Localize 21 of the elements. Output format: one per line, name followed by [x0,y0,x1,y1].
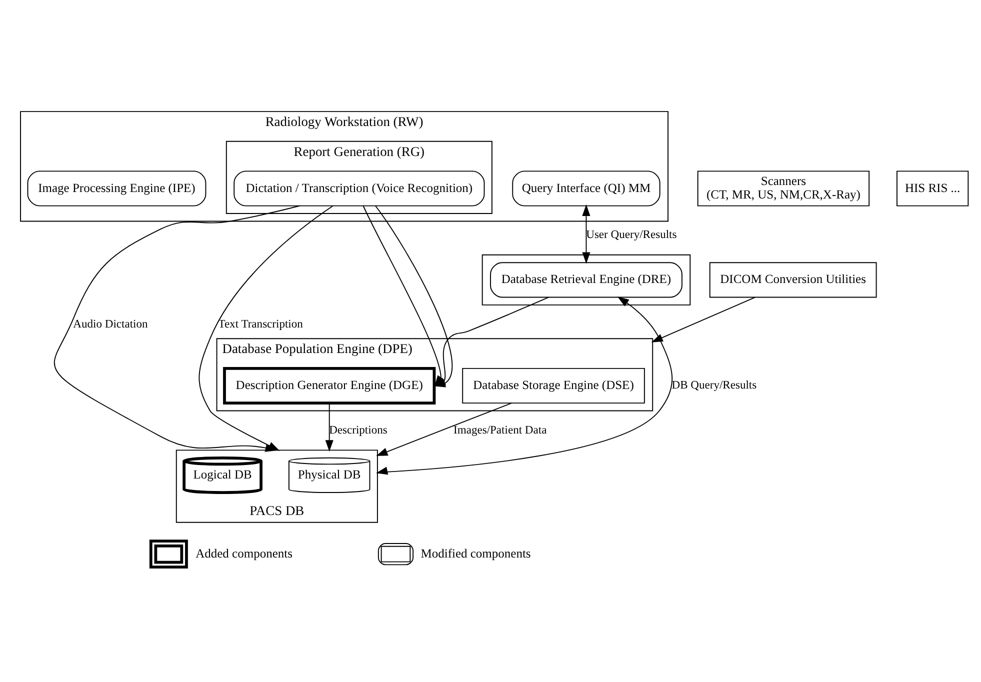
node-box: Database Storage Engine (DSE) [462,368,645,404]
node-box: HIS RIS ... [896,170,969,206]
node-box: DICOM Conversion Utilities [709,262,877,298]
node-box: Scanners (CT, MR, US, NM,CR,X-Ray) [697,170,870,206]
node-box: Query Interface (QI) MM [512,170,660,206]
edge-label: User Query/Results [586,229,677,242]
edge-label: Images/Patient Data [454,424,547,436]
legend-label: Modified components [420,546,531,560]
edge-label: Text Transcription [218,318,303,331]
arrow [325,402,334,452]
node-box: Dictation / Transcription (Voice Recognition) [234,170,485,206]
arrow [651,296,756,342]
node-box: Image Processing Engine (IPE) [27,170,206,206]
node-box: Description Generator Engine (DGE) [223,366,436,404]
arrow [376,402,512,456]
legend-label: Added components [196,546,292,560]
node-box: Database Retrieval Engine (DRE) [490,262,682,298]
edge-label: Audio Dictation [73,318,148,331]
arrow [376,296,672,475]
edge-label: DB Query/Results [672,380,757,392]
arrow [582,204,590,264]
